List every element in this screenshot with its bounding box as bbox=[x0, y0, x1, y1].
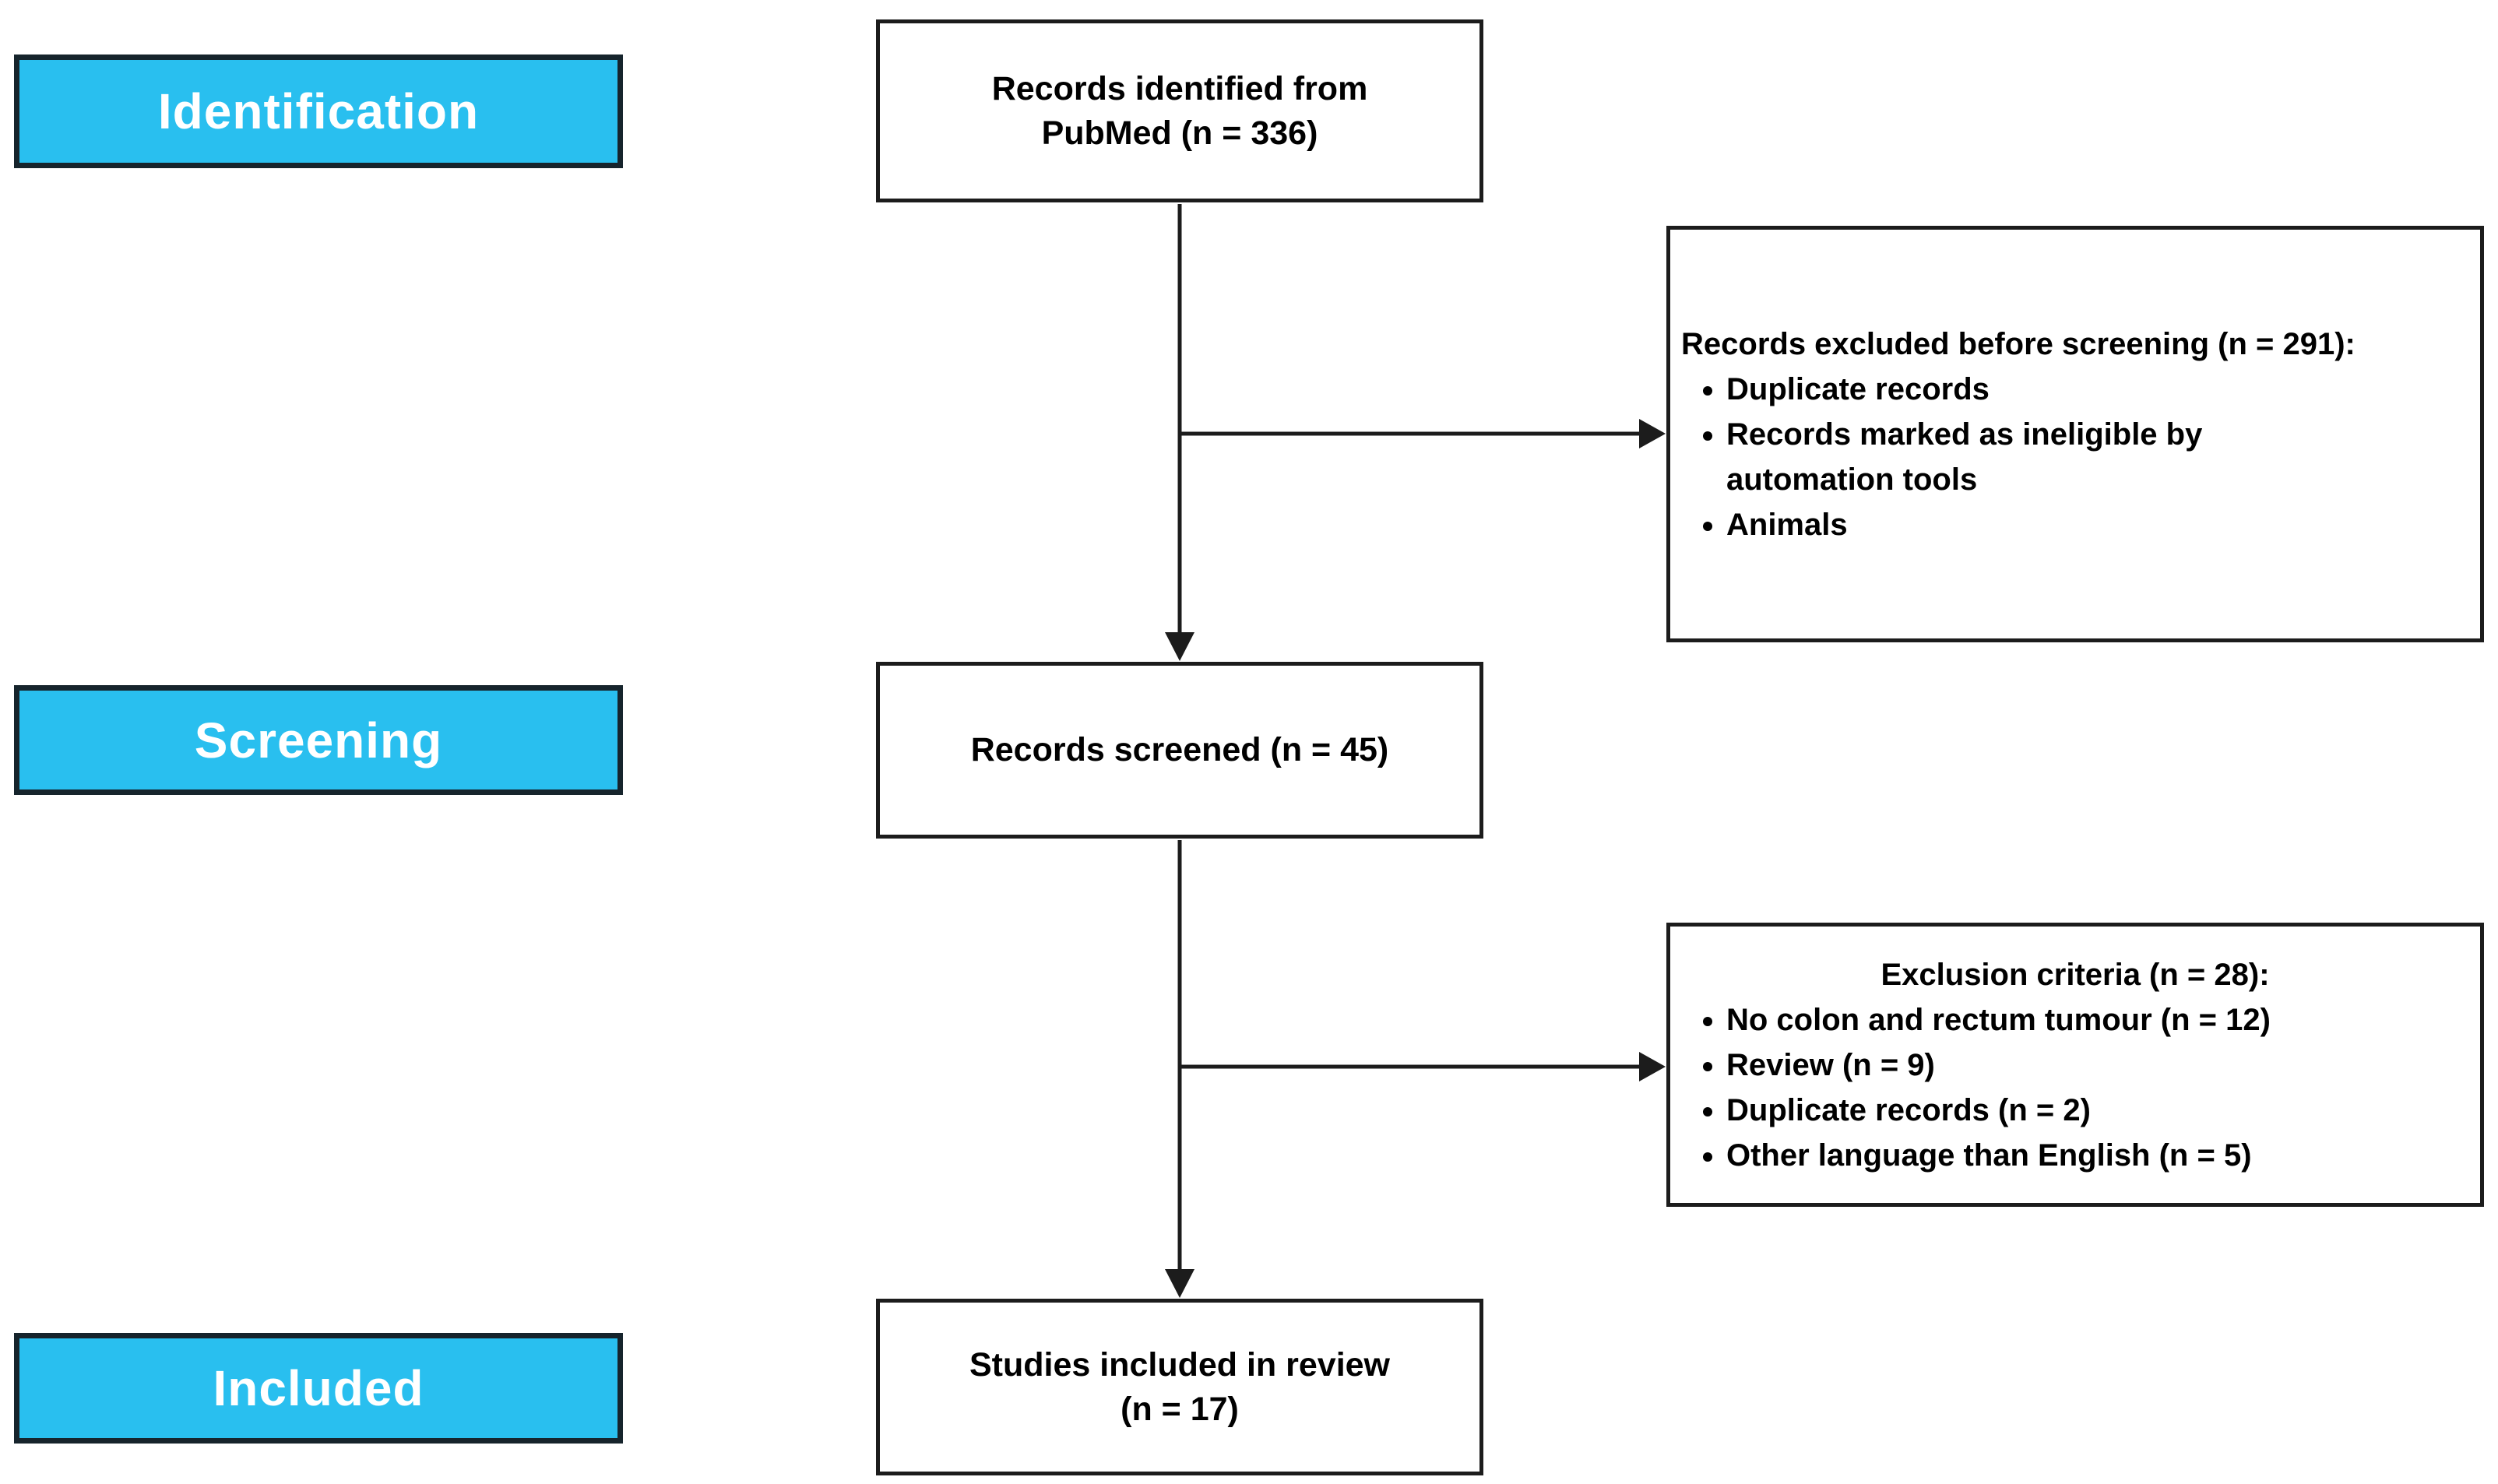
box-text-line: PubMed (n = 336) bbox=[1041, 114, 1318, 152]
arrow-to-excluded-before-screening-head-icon bbox=[1639, 419, 1666, 448]
exclusion-reason-item: Records marked as ineligible by automati… bbox=[1726, 412, 2341, 502]
stage-label-text: Screening bbox=[194, 712, 443, 768]
box-records-excluded-before-screening: Records excluded before screening (n = 2… bbox=[1666, 226, 2484, 642]
box-records-identified: Records identified from PubMed (n = 336) bbox=[876, 19, 1483, 202]
stage-label-screening: Screening bbox=[14, 685, 623, 795]
box-studies-included: Studies included in review (n = 17) bbox=[876, 1299, 1483, 1475]
exclusion-reason-list: No colon and rectum tumour (n = 12) Revi… bbox=[1681, 997, 2469, 1178]
exclusion-reason-item: No colon and rectum tumour (n = 12) bbox=[1726, 997, 2469, 1043]
exclusion-reason-item: Duplicate records (n = 2) bbox=[1726, 1088, 2469, 1133]
exclusion-box-title: Records excluded before screening (n = 2… bbox=[1681, 326, 2356, 361]
exclusion-reason-list: Duplicate records Records marked as inel… bbox=[1681, 367, 2341, 547]
stage-label-text: Included bbox=[213, 1360, 424, 1416]
arrow-screened-to-included-head-icon bbox=[1165, 1269, 1194, 1298]
exclusion-reason-item: Review (n = 9) bbox=[1726, 1043, 2469, 1088]
box-records-screened: Records screened (n = 45) bbox=[876, 662, 1483, 839]
exclusion-reason-item: Animals bbox=[1726, 502, 2341, 547]
box-exclusion-criteria: Exclusion criteria (n = 28): No colon an… bbox=[1666, 923, 2484, 1207]
exclusion-box-title: Exclusion criteria (n = 28): bbox=[1881, 957, 2270, 992]
arrow-to-exclusion-criteria-head-icon bbox=[1639, 1052, 1666, 1081]
exclusion-reason-item: Other language than English (n = 5) bbox=[1726, 1133, 2469, 1178]
stage-label-included: Included bbox=[14, 1333, 623, 1444]
stage-label-text: Identification bbox=[157, 83, 480, 139]
box-text-line: Studies included in review bbox=[969, 1345, 1391, 1384]
arrow-identified-to-screened-head-icon bbox=[1165, 632, 1194, 661]
box-text-line: (n = 17) bbox=[1121, 1390, 1239, 1428]
box-text-line: Records screened (n = 45) bbox=[970, 731, 1389, 769]
exclusion-reason-item: Duplicate records bbox=[1726, 367, 2341, 412]
stage-label-identification: Identification bbox=[14, 55, 623, 168]
box-text-line: Records identified from bbox=[991, 69, 1368, 107]
